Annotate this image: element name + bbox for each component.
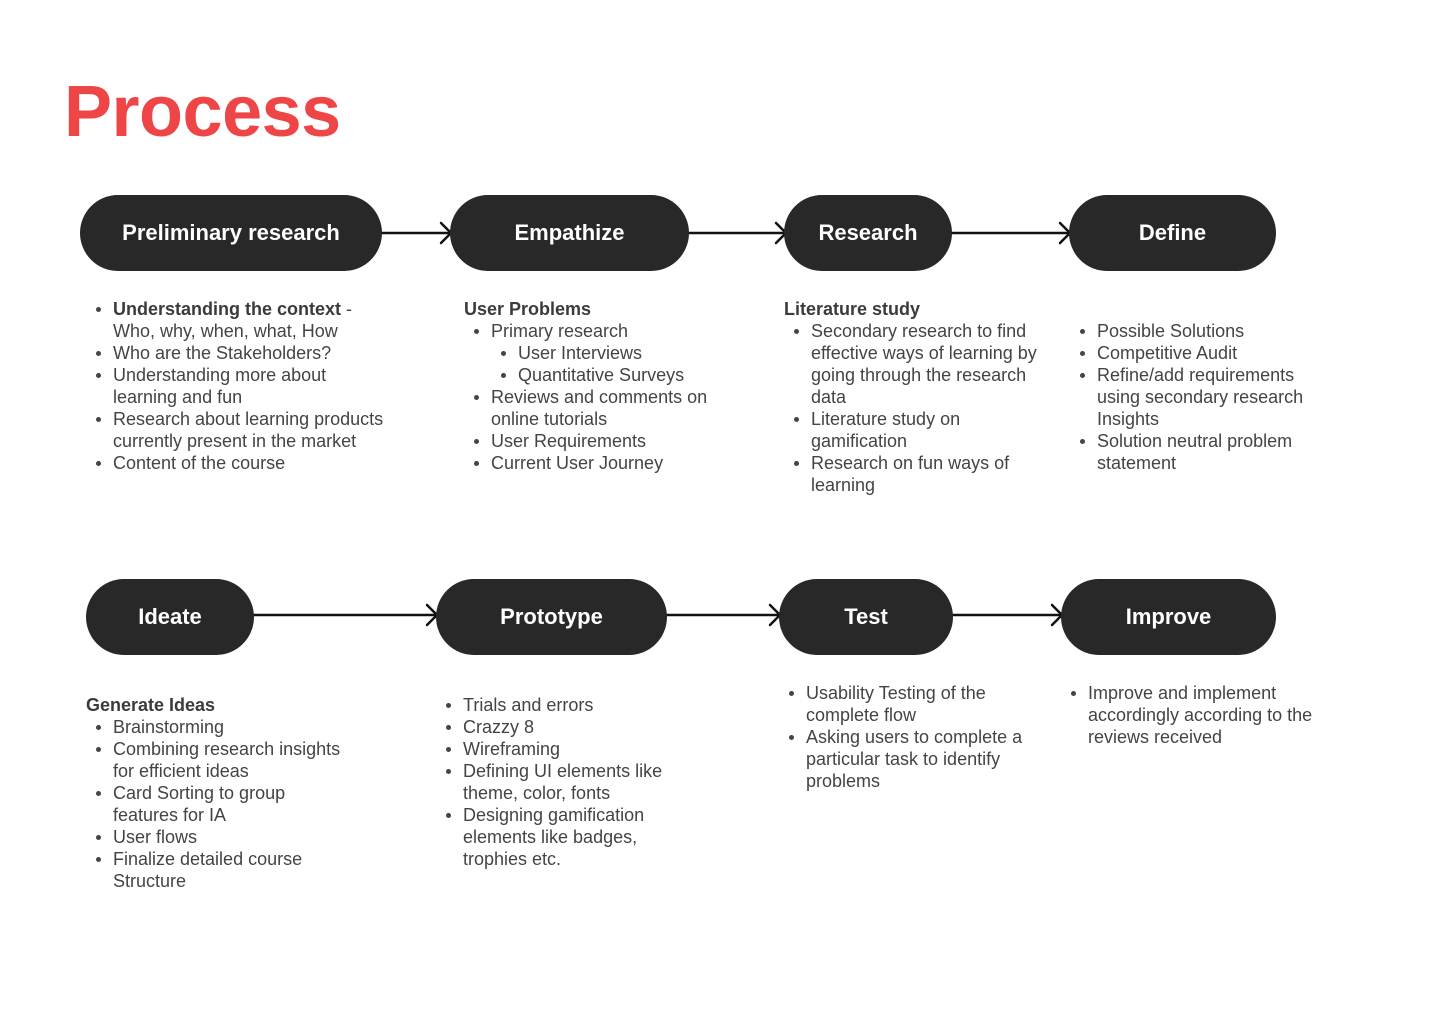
list-item: Brainstorming [96,716,351,738]
list-item: Literature study on gamification [794,408,1044,452]
arrow-empathize-to-research [687,221,788,245]
list-item: Research on fun ways of learning [794,452,1044,496]
list-item: User flows [96,826,351,848]
arrow-prototype-to-test [665,603,782,627]
define-details: Possible Solutions Competitive Audit Ref… [1070,320,1332,474]
detail-list: Improve and implement accordingly accord… [1061,682,1323,748]
detail-list: Brainstorming Combining research insight… [86,716,351,892]
step-label: Improve [1125,604,1212,629]
list-item: Understanding the context - Who, why, wh… [96,298,386,342]
research-details: Literature study Secondary research to f… [784,298,1044,496]
list-item: Card Sorting to group features for IA [96,782,351,826]
detail-list: Trials and errors Crazzy 8 Wireframing D… [436,694,696,870]
step-improve: Improve [1061,579,1276,655]
list-item: Understanding more about learning and fu… [96,364,386,408]
arrow-test-to-improve [951,603,1064,627]
list-item: Content of the course [96,452,386,474]
step-label: Ideate [138,604,202,629]
arrow-ideate-to-prototype [252,603,439,627]
list-item-text: Primary research [491,321,629,341]
detail-list: Primary research User Interviews Quantit… [464,320,739,474]
step-test: Test [779,579,953,655]
step-label: Preliminary research [122,220,340,245]
list-item: Combining research insights for efficien… [96,738,351,782]
list-item: Defining UI elements like theme, color, … [446,760,696,804]
list-item: User Interviews [501,342,739,364]
list-item: Quantitative Surveys [501,364,739,386]
list-item: Improve and implement accordingly accord… [1071,682,1323,748]
list-item: Usability Testing of the complete flow [789,682,1029,726]
step-label: Research [818,220,918,245]
section-heading: Generate Ideas [86,695,216,715]
list-item: Who are the Stakeholders? [96,342,386,364]
step-empathize: Empathize [450,195,689,271]
list-item-text: - Who, why, when, what, How [113,299,353,341]
list-item: Reviews and comments on online tutorials [474,386,739,430]
sub-list: User Interviews Quantitative Surveys [491,342,739,386]
step-define: Define [1069,195,1276,271]
step-label: Define [1138,220,1207,245]
page-title: Process [64,72,341,152]
step-label: Prototype [500,604,603,629]
list-item: Primary research User Interviews Quantit… [474,320,739,386]
detail-list: Possible Solutions Competitive Audit Ref… [1070,320,1332,474]
detail-list: Usability Testing of the complete flow A… [779,682,1029,792]
step-preliminary-research: Preliminary research [80,195,382,271]
list-item: Research about learning products current… [96,408,386,452]
list-item: Current User Journey [474,452,739,474]
ideate-details: Generate Ideas Brainstorming Combining r… [86,694,351,892]
list-item: Secondary research to find effective way… [794,320,1044,408]
list-item: Competitive Audit [1080,342,1332,364]
detail-list: Secondary research to find effective way… [784,320,1044,496]
preliminary-research-details: Understanding the context - Who, why, wh… [86,298,386,474]
list-item: Wireframing [446,738,696,760]
step-prototype: Prototype [436,579,667,655]
list-item: Crazzy 8 [446,716,696,738]
section-heading: Literature study [784,299,921,319]
arrow-preliminary-to-empathize [380,221,453,245]
step-ideate: Ideate [86,579,254,655]
empathize-details: User Problems Primary research User Inte… [464,298,739,474]
arrow-research-to-define [950,221,1072,245]
prototype-details: Trials and errors Crazzy 8 Wireframing D… [436,694,696,870]
list-item: Trials and errors [446,694,696,716]
list-item: Solution neutral problem statement [1080,430,1332,474]
step-research: Research [784,195,952,271]
list-item: Asking users to complete a particular ta… [789,726,1029,792]
improve-details: Improve and implement accordingly accord… [1061,682,1323,748]
list-item: Possible Solutions [1080,320,1332,342]
list-item: Refine/add requirements using secondary … [1080,364,1332,430]
detail-list: Understanding the context - Who, why, wh… [86,298,386,474]
step-label: Empathize [514,220,625,245]
step-label: Test [844,604,888,629]
list-item: User Requirements [474,430,739,452]
list-item: Designing gamification elements like bad… [446,804,696,870]
list-item-bold: Understanding the context [113,299,342,319]
section-heading: User Problems [464,299,592,319]
test-details: Usability Testing of the complete flow A… [779,682,1029,792]
list-item: Finalize detailed course Structure [96,848,351,892]
